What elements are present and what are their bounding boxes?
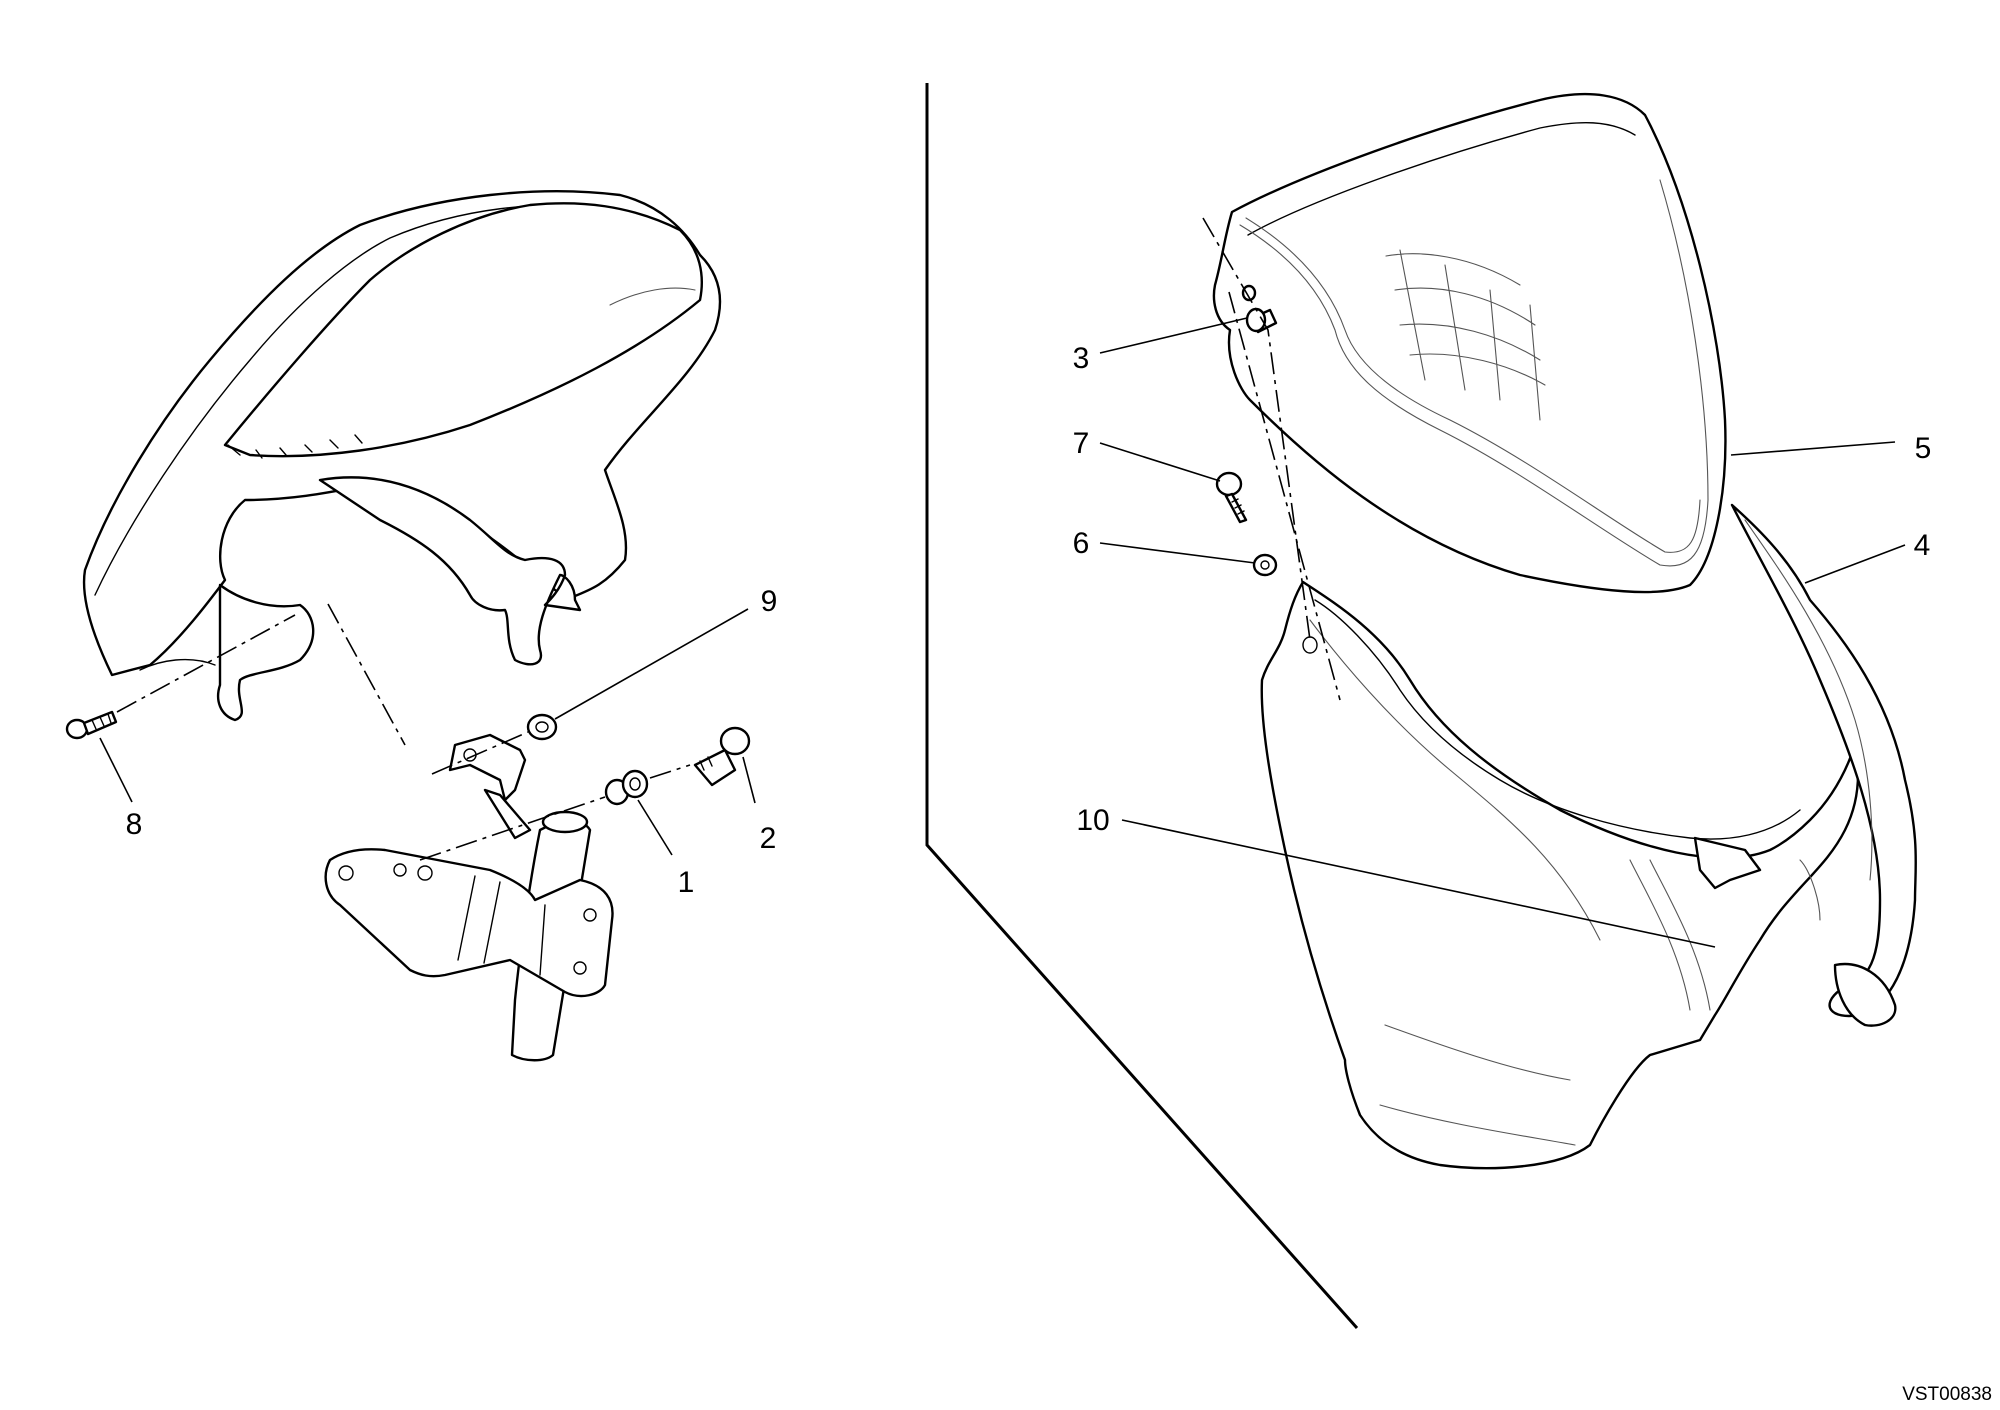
callout-2: 2 (760, 822, 777, 855)
grommet-9 (526, 713, 558, 741)
left-fairing-lower-bracket (216, 583, 315, 722)
axis-bolt-8 (116, 614, 296, 713)
left-windscreen-inner-line (609, 287, 696, 306)
leader-lines (99, 317, 1906, 948)
windscreen-inner-border-2 (1245, 217, 1701, 553)
front-fairing-crease-1 (1629, 859, 1691, 1011)
leader-1 (637, 799, 673, 856)
fork-tube-top (541, 810, 589, 834)
left-shell-lower-edge (139, 658, 216, 671)
callout-7: 7 (1073, 427, 1090, 460)
leader-7 (1099, 442, 1221, 482)
callout-6: 6 (1073, 527, 1090, 560)
windscreen-top-rim (1247, 121, 1636, 236)
left-fairing-mount-tabs (318, 476, 582, 666)
spacer-1 (604, 769, 649, 806)
leader-6 (1099, 542, 1256, 564)
windscreen-glare-hatch (1385, 249, 1546, 421)
screw-3 (1241, 284, 1278, 334)
callout-4: 4 (1914, 529, 1931, 562)
bracket-hole-1 (338, 865, 354, 881)
bolt-8 (65, 710, 118, 740)
bracket-plate-fold (457, 875, 546, 976)
front-fairing-lower-line-1 (1384, 1024, 1571, 1081)
grommet-6 (1252, 553, 1278, 577)
axis-screw (649, 764, 691, 779)
callout-10: 10 (1076, 804, 1109, 837)
windscreen-inner-border (1239, 179, 1709, 567)
front-fairing-crease-3 (1799, 859, 1821, 921)
bracket-hole-2 (393, 863, 407, 877)
front-fairing-crease-2 (1649, 859, 1711, 1011)
callout-5: 5 (1915, 432, 1932, 465)
leader-8 (99, 737, 133, 803)
bracket-hole-3 (417, 865, 433, 881)
callout-1: 1 (678, 866, 695, 899)
right-assembly (1202, 92, 1917, 1170)
left-windscreen (223, 202, 703, 458)
front-fairing-panel-line (1309, 619, 1601, 941)
screw-2 (693, 726, 751, 787)
axis-spacer (419, 796, 606, 861)
leader-10 (1121, 819, 1716, 948)
callout-9: 9 (761, 585, 778, 618)
callout-labels: 1 2 3 4 5 6 7 8 9 10 (126, 342, 1932, 899)
side-trim-lower-lip (1833, 962, 1897, 1027)
bracket-hole-5 (573, 961, 587, 975)
drawing-code: VST00838 (1902, 1384, 1992, 1405)
left-vent-slots (227, 434, 363, 459)
callout-8: 8 (126, 808, 143, 841)
front-fairing-inner-rim (1314, 599, 1801, 840)
axis-bracket (327, 603, 406, 746)
left-assembly (65, 190, 751, 1062)
screw-7 (1215, 471, 1248, 524)
leader-9 (554, 608, 749, 720)
leader-3 (1099, 317, 1248, 354)
callout-3: 3 (1073, 342, 1090, 375)
front-fairing-lower-line-2 (1379, 1104, 1576, 1146)
leader-2 (742, 756, 756, 804)
axis-grommet (431, 731, 529, 775)
leader-4 (1804, 544, 1906, 584)
side-trim-crease (1744, 519, 1873, 881)
axis-screw-7 (1228, 291, 1341, 701)
section-divider (925, 83, 1359, 1329)
bracket-hole-4 (583, 908, 597, 922)
front-fairing-inner-tab (1693, 836, 1762, 890)
windscreen (1212, 92, 1727, 594)
leader-5 (1730, 441, 1896, 456)
axis-screw-3 (1202, 217, 1311, 641)
